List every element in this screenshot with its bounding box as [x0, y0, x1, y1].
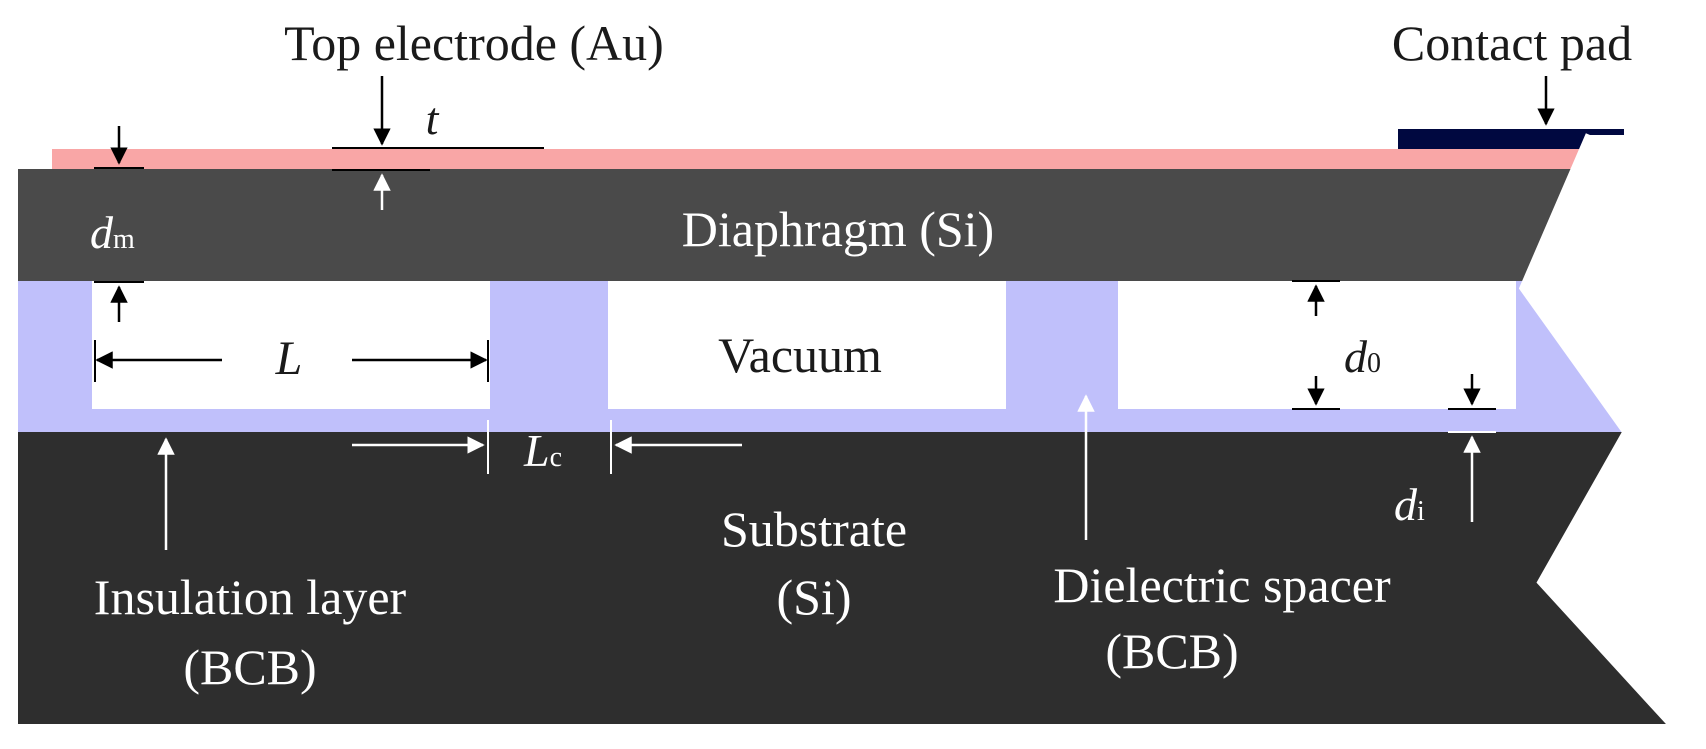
top-electrode-layer [52, 149, 1636, 169]
diaphragm-layer [18, 169, 1670, 281]
t-dimension-label: t [426, 93, 440, 144]
L-dimension-label: L [275, 332, 303, 385]
insulation-label-line1: Insulation layer [94, 569, 407, 625]
di-dimension-label: di [1394, 479, 1425, 530]
d0-main: d [1344, 331, 1368, 382]
d0-dimension-label: d0 [1344, 331, 1381, 382]
top-electrode-label: Top electrode (Au) [284, 15, 664, 71]
d0-subscript: 0 [1367, 348, 1381, 379]
dm-dimension-label: dm [90, 207, 135, 258]
break-zigzag-line [1518, 133, 1676, 728]
di-main: d [1394, 479, 1418, 530]
Lc-dimension-label: Lc [523, 425, 562, 476]
substrate-label-line2: (Si) [777, 569, 852, 625]
vacuum-label: Vacuum [718, 327, 882, 383]
dielectric-label-line2: (BCB) [1105, 623, 1238, 679]
dm-main: d [90, 207, 114, 258]
contact-pad-label: Contact pad [1392, 15, 1632, 71]
di-subscript: i [1417, 496, 1425, 527]
Lc-subscript: c [550, 442, 562, 473]
contact-pad [1398, 129, 1624, 149]
vacuum-cavity-1 [92, 281, 490, 409]
dm-subscript: m [113, 224, 135, 255]
substrate-layer [18, 432, 1670, 724]
diaphragm-label: Diaphragm (Si) [682, 201, 994, 257]
Lc-main: L [523, 425, 550, 476]
dielectric-label-line1: Dielectric spacer [1053, 557, 1391, 613]
substrate-label-line1: Substrate [721, 501, 907, 557]
insulation-label-line2: (BCB) [183, 639, 316, 695]
vacuum-cavity-2 [608, 281, 1006, 409]
break-mask [1524, 135, 1706, 724]
